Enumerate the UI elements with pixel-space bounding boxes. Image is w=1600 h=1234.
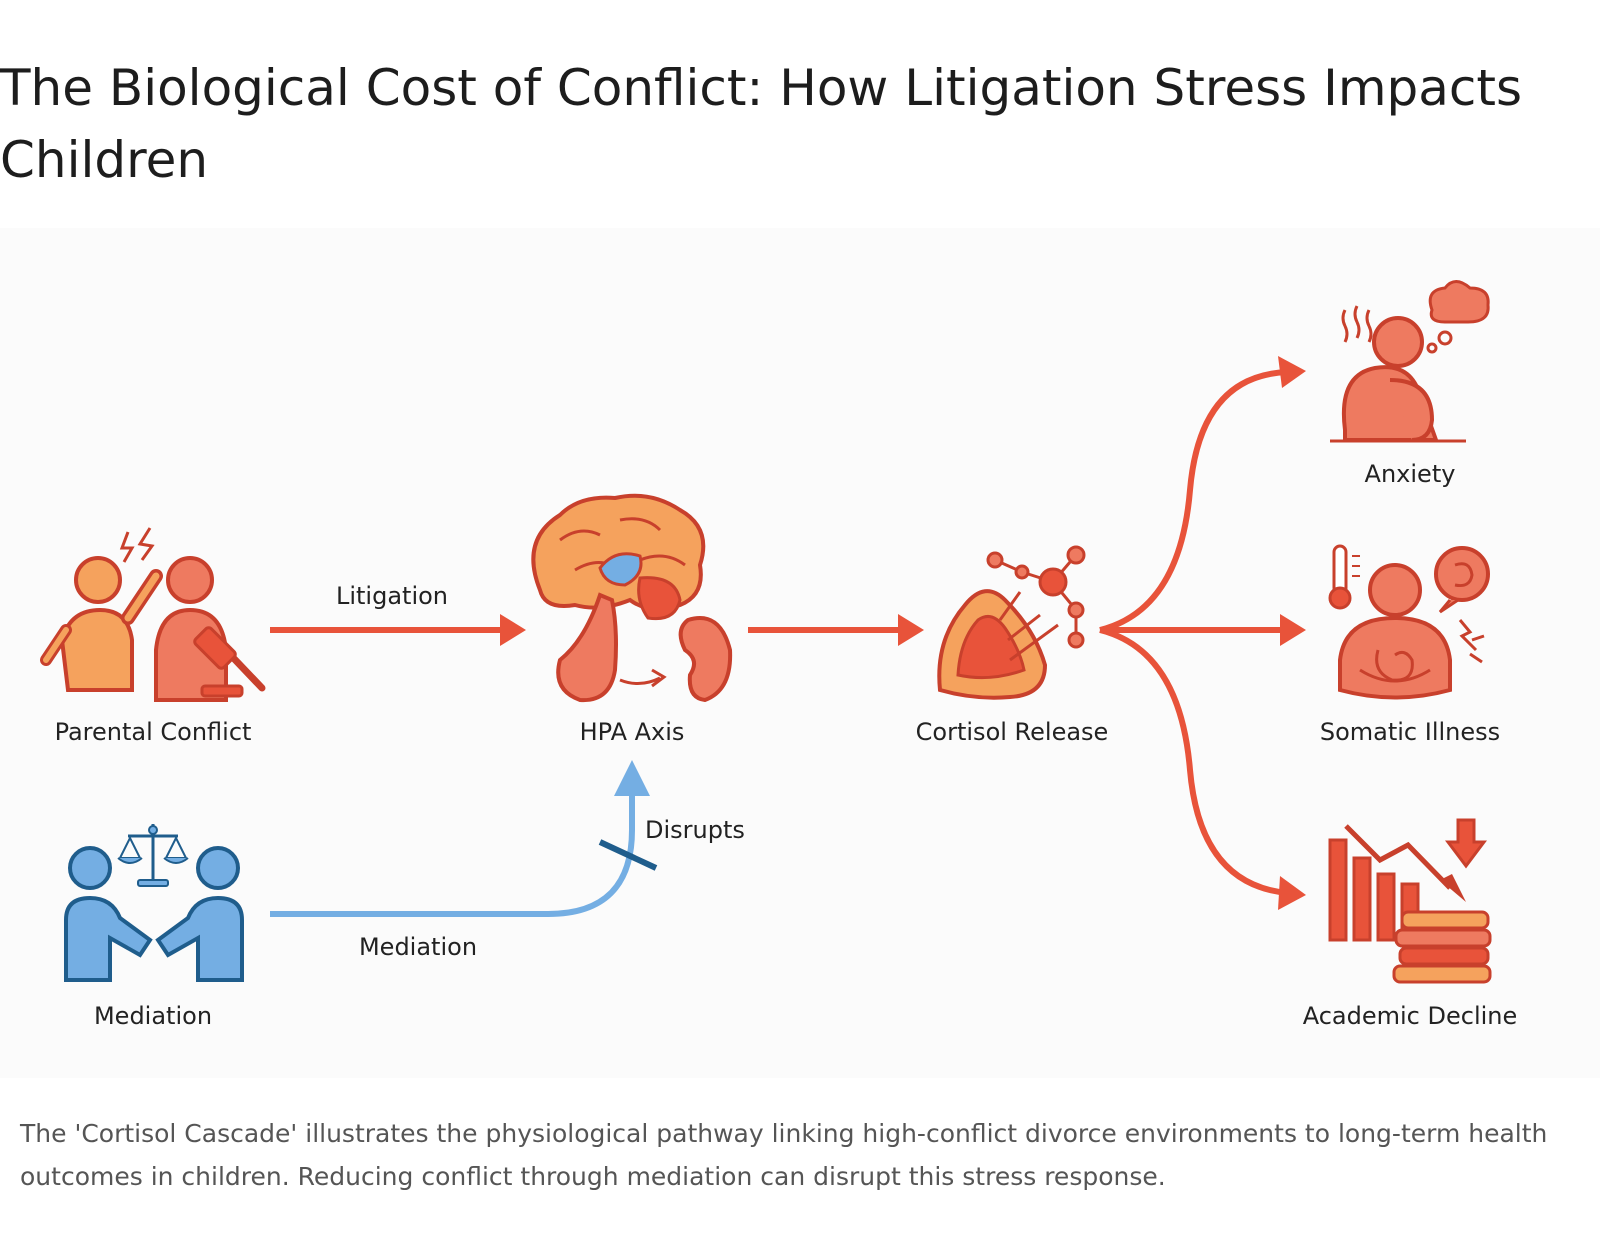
branch-arrow-academic (1099, 627, 1289, 896)
node-label-anxiety: Anxiety (1365, 460, 1456, 488)
adrenal-cortisol-icon (937, 545, 1086, 700)
mediation-disrupt-arrow (270, 790, 635, 917)
page-title: The Biological Cost of Conflict: How Lit… (0, 59, 1523, 189)
figure-caption: The 'Cortisol Cascade' illustrates the p… (20, 1119, 1548, 1191)
edge-label-disrupts: Disrupts (645, 816, 745, 844)
parental-conflict-icon (40, 527, 266, 702)
somatic-illness-icon (1328, 544, 1490, 700)
cortisol-cascade-diagram: Parental Conflict Litigation HPA Axis C (40, 280, 1518, 1030)
hpa-to-cortisol-arrowhead (898, 614, 924, 646)
diagram-canvas: Parental Conflict Litigation HPA Axis C (0, 228, 1600, 1078)
cortisol-branch-arrows (1099, 356, 1306, 910)
node-label-hpa-axis: HPA Axis (580, 718, 685, 746)
anxiety-person-icon (1330, 280, 1490, 443)
branch-arrowhead-somatic (1280, 614, 1306, 646)
branch-arrow-anxiety (1099, 369, 1289, 633)
disrupt-blocker-bar (598, 839, 658, 871)
branch-arrowhead-academic (1278, 876, 1306, 910)
litigation-arrowhead (500, 614, 526, 646)
branch-arrowhead-anxiety (1278, 356, 1306, 388)
node-label-somatic-illness: Somatic Illness (1320, 718, 1500, 746)
node-label-cortisol-release: Cortisol Release (916, 718, 1109, 746)
academic-decline-icon (1328, 818, 1492, 984)
node-label-academic-decline: Academic Decline (1303, 1002, 1518, 1030)
brain-hpa-icon (531, 493, 733, 703)
node-label-mediation: Mediation (94, 1002, 212, 1030)
node-label-parental-conflict: Parental Conflict (55, 718, 252, 746)
edge-label-mediation: Mediation (359, 933, 477, 961)
mediation-handshake-icon (64, 824, 244, 982)
edge-label-litigation: Litigation (336, 582, 448, 610)
mediation-disrupt-arrowhead (614, 760, 650, 796)
